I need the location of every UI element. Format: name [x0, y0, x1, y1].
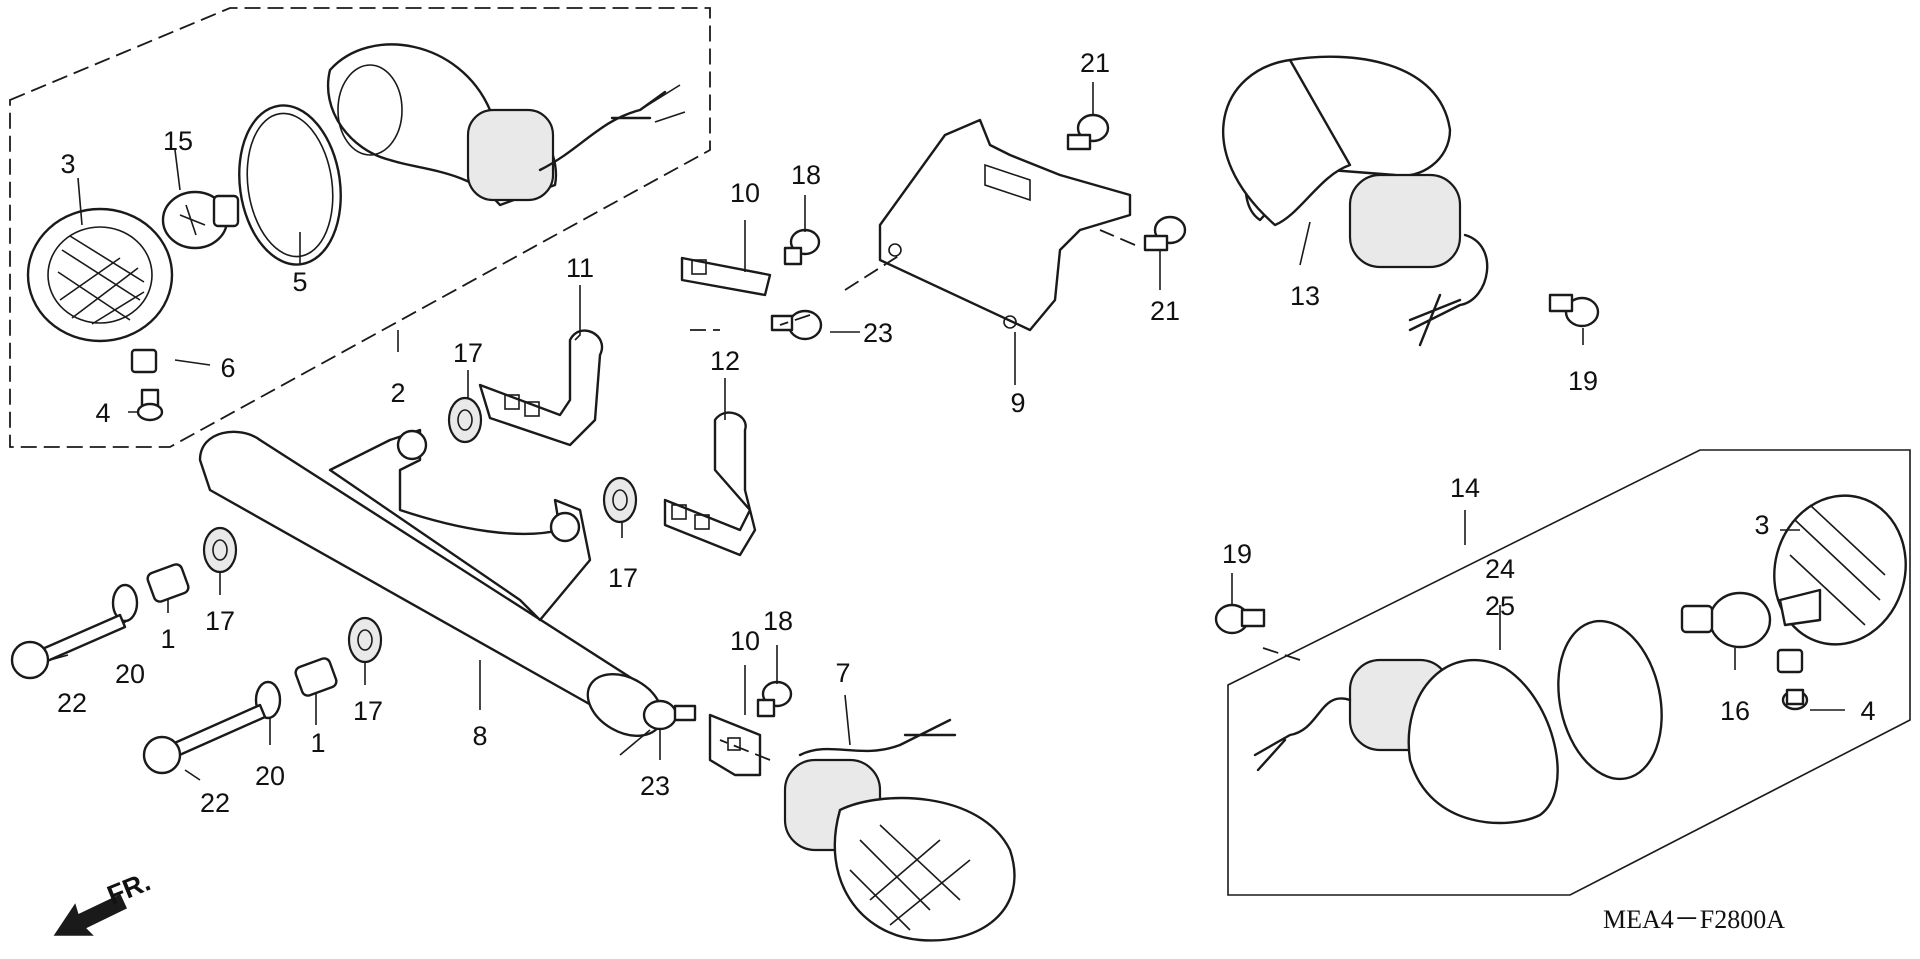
screw-part-4-right	[1781, 688, 1809, 711]
callout-1-a: 1	[160, 624, 175, 654]
callout-21-upper: 21	[1080, 48, 1110, 78]
turn-signal-housing-left	[326, 43, 686, 207]
callout-9: 9	[1010, 388, 1025, 418]
callout-10-lower: 10	[730, 626, 760, 656]
callout-7: 7	[835, 658, 850, 688]
callout-3-right: 3	[1754, 510, 1769, 540]
turn-signal-housing-part-24-25	[1253, 658, 1559, 825]
license-bracket-part-9	[878, 118, 1132, 332]
callout-15: 15	[163, 126, 193, 156]
bulb-part-16	[1680, 591, 1772, 649]
callout-14: 14	[1450, 473, 1480, 503]
screw-part-21-lower	[1143, 215, 1187, 252]
callout-22-a: 22	[57, 688, 87, 718]
callout-20-b: 20	[255, 761, 285, 791]
screw-part-18-lower	[756, 680, 793, 718]
callout-18-upper: 18	[791, 160, 821, 190]
callout-23-upper: 23	[863, 318, 893, 348]
lens-part-3-left	[26, 207, 174, 343]
screw-part-4-left	[136, 388, 164, 422]
screw-part-18-upper	[783, 228, 821, 266]
callout-23-lower: 23	[640, 771, 670, 801]
bracket-part-10-lower	[708, 713, 762, 777]
leader-lines	[49, 82, 1845, 781]
callout-6-left: 6	[220, 353, 235, 383]
callout-17-a: 17	[453, 338, 483, 368]
bulb-part-15	[161, 190, 240, 250]
front-direction-label: FR.	[103, 866, 155, 910]
callout-17-c: 17	[205, 606, 235, 636]
callout-21-lower: 21	[1150, 296, 1180, 326]
nut-lower-right	[1776, 648, 1804, 674]
screw-part-23-lower	[642, 699, 697, 731]
callout-22-b: 22	[200, 788, 230, 818]
grommet-part-17-c	[202, 526, 238, 574]
turn-signal-part-7	[783, 718, 1016, 942]
callout-3-left: 3	[60, 149, 75, 179]
screw-part-21-upper	[1066, 113, 1110, 151]
screw-part-19-lower	[1214, 603, 1266, 635]
alignment-lines	[690, 229, 1301, 761]
stay-part-11	[478, 329, 604, 447]
callout-12: 12	[710, 346, 740, 376]
bracket-part-10-upper	[680, 256, 772, 297]
callout-25: 25	[1485, 591, 1515, 621]
callout-5: 5	[292, 267, 307, 297]
callout-4-right: 4	[1860, 696, 1875, 726]
callout-2: 2	[390, 378, 405, 408]
nut-part-6-left	[130, 348, 158, 374]
gasket-ring-part-5	[238, 104, 342, 266]
front-direction-arrow-icon	[53, 893, 127, 936]
gasket-ring-lower-right	[1557, 619, 1663, 781]
callout-16: 16	[1720, 696, 1750, 726]
bolt-part-22-a	[10, 613, 127, 680]
assembly-box-lower-right	[1227, 449, 1911, 896]
callout-20-a: 20	[115, 659, 145, 689]
callout-labels: 3 15 5 6 4 2 10 18 23 11 17 12 17 21 21 …	[57, 48, 1876, 818]
callout-17-b: 17	[608, 563, 638, 593]
callout-10-upper: 10	[730, 178, 760, 208]
assembly-box-upper-left	[9, 7, 711, 448]
bracket-bar-part-8	[198, 428, 664, 737]
screw-part-23-upper	[770, 309, 823, 341]
lens-part-3-right	[1773, 494, 1907, 646]
callout-19-upper: 19	[1568, 366, 1598, 396]
screw-part-19-upper	[1548, 293, 1600, 328]
collar-part-1-a	[146, 563, 190, 603]
bolt-part-22-b	[142, 703, 267, 775]
grommet-part-17-d	[347, 616, 383, 664]
callout-19-lower: 19	[1222, 539, 1252, 569]
stay-part-12	[663, 411, 757, 557]
callout-17-d: 17	[353, 696, 383, 726]
diagram-code: MEA4－F2800A	[1603, 905, 1785, 934]
callout-18-lower: 18	[763, 606, 793, 636]
callout-11: 11	[566, 253, 594, 283]
turn-signal-part-13	[1222, 55, 1489, 347]
callout-1-b: 1	[310, 728, 325, 758]
callout-4-left: 4	[95, 398, 110, 428]
grommet-part-17-a	[447, 396, 483, 444]
callout-24: 24	[1485, 554, 1515, 584]
collar-part-1-b	[294, 657, 338, 697]
grommet-part-17-b	[602, 476, 638, 524]
callout-8: 8	[472, 721, 487, 751]
callout-13: 13	[1290, 281, 1320, 311]
